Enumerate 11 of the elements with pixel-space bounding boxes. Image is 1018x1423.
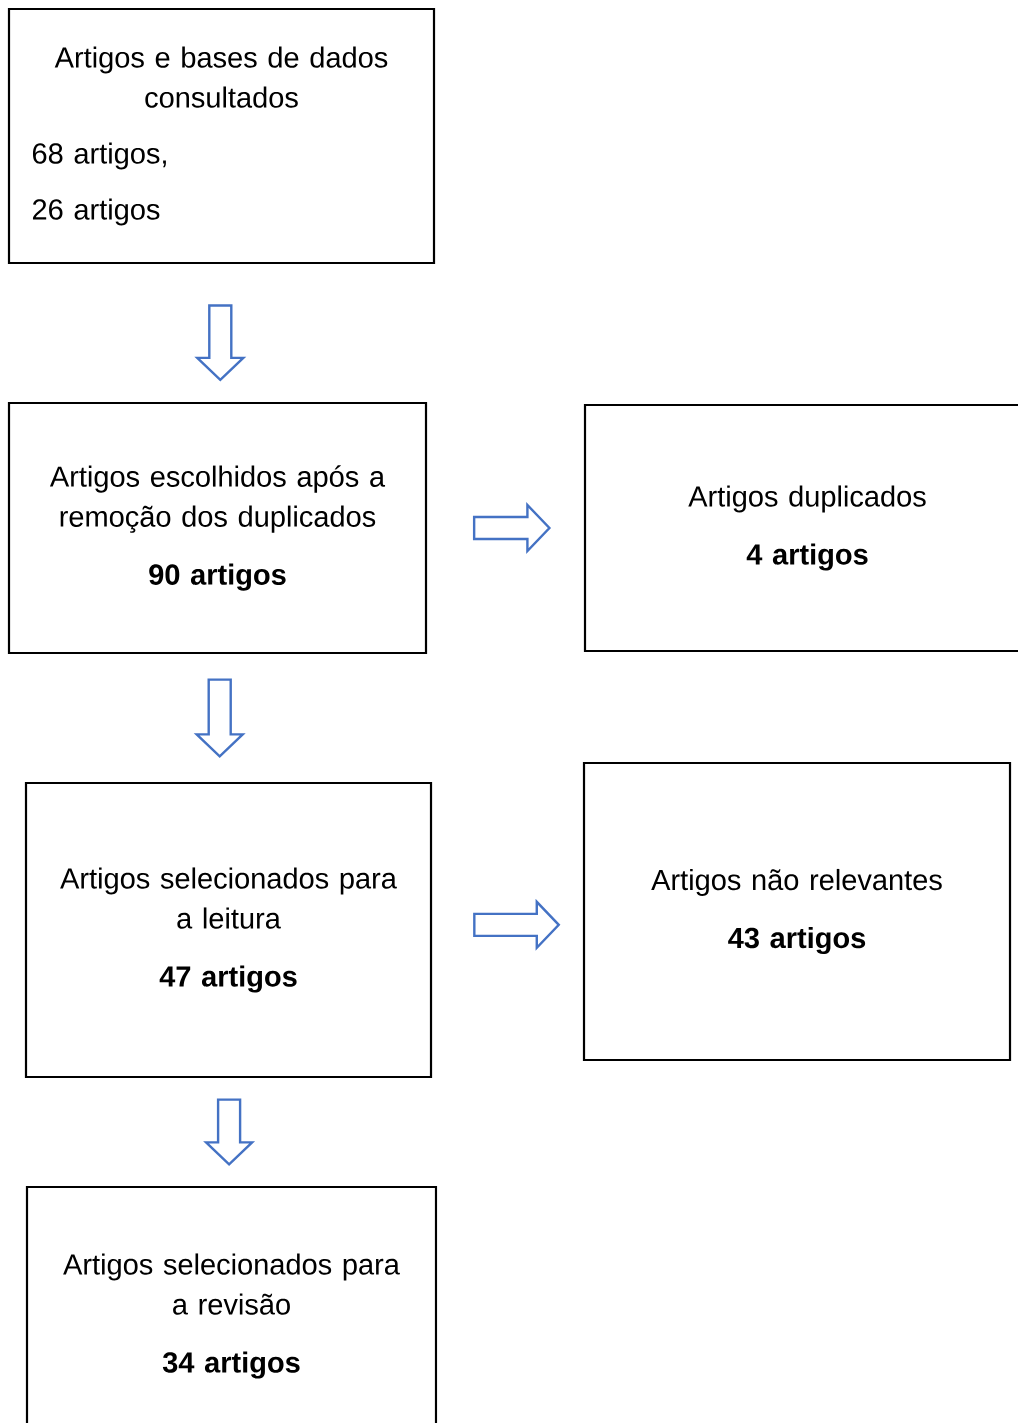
process-box: Artigos selecionados para a leitura 47 artigos bbox=[24, 781, 433, 1079]
block-arrow bbox=[472, 502, 552, 554]
process-box: Artigos duplicados 4 artigos bbox=[583, 403, 1018, 653]
block-arrow bbox=[194, 304, 247, 382]
block-arrow bbox=[203, 1098, 256, 1166]
process-box: Artigos selecionados para a revisão 34 artigos bbox=[25, 1185, 438, 1423]
block-arrow bbox=[193, 678, 246, 758]
process-box: Artigos escolhidos após a remoção dos duplicados 90 artigos bbox=[7, 401, 428, 655]
process-box: Artigos e bases de dados consultados 68 artigos, 26 artigos bbox=[7, 7, 436, 265]
block-arrow bbox=[473, 898, 561, 951]
process-box: Artigos não relevantes 43 artigos bbox=[582, 761, 1012, 1062]
